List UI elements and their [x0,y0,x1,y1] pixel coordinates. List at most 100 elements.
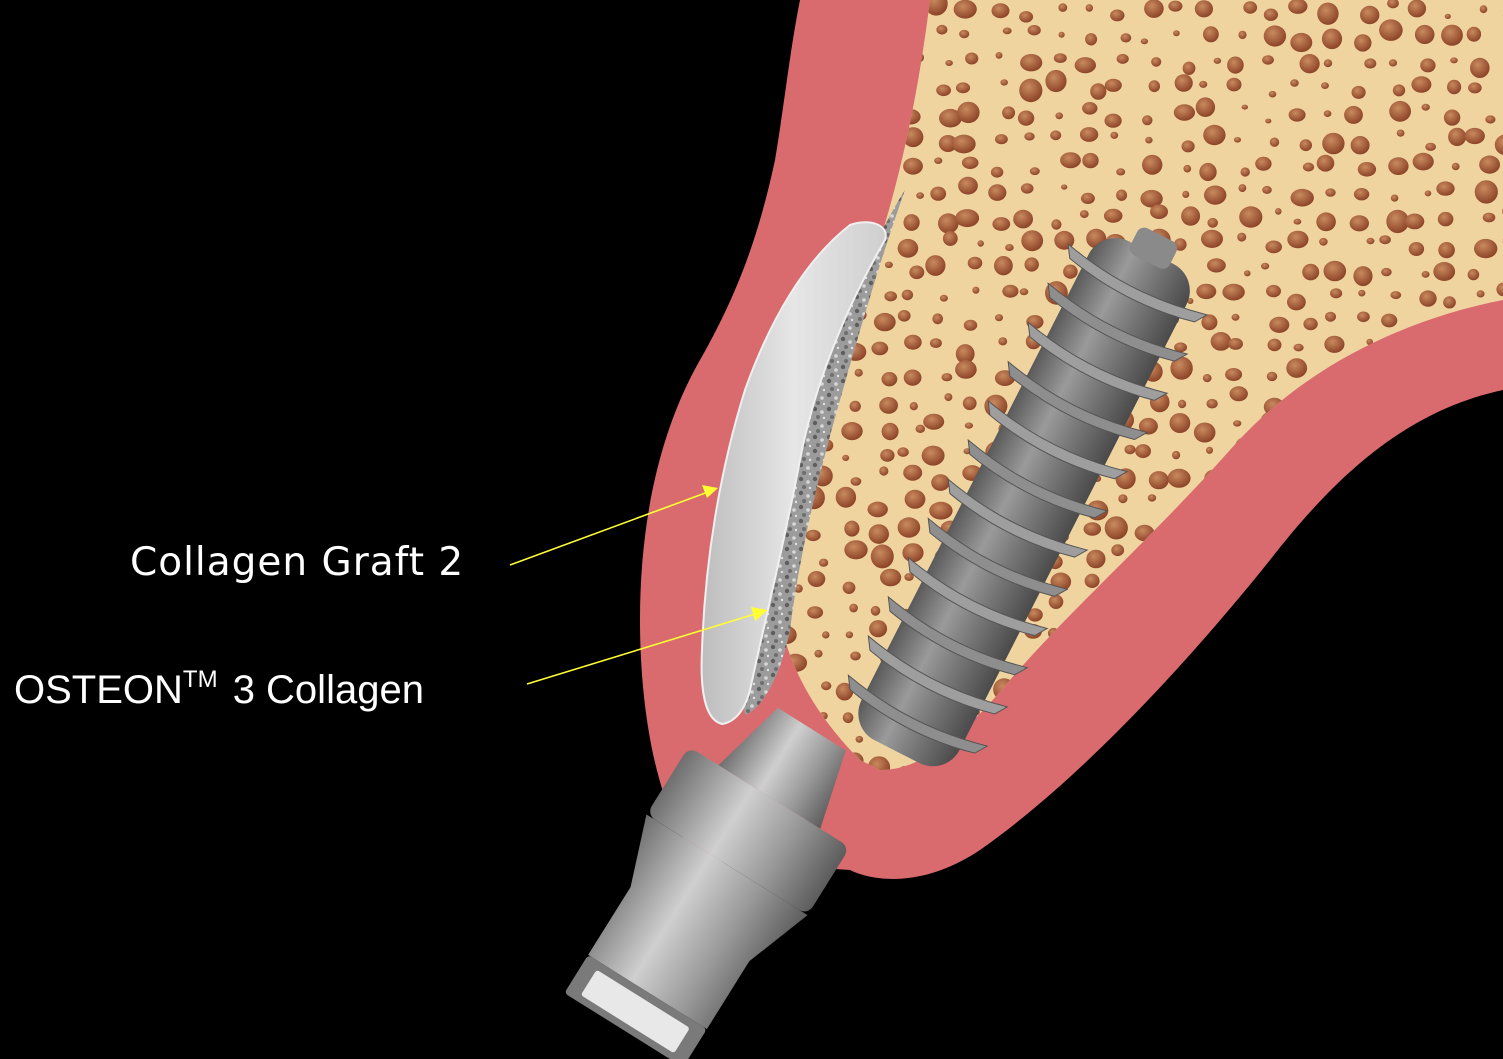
bone-pore [1381,268,1392,276]
bone-pore [1294,344,1304,352]
bone-pore [1474,239,1497,258]
bone-pore [1333,609,1347,621]
bone-pore [1415,25,1435,44]
bone-pore [1049,595,1064,609]
bone-pore [1269,702,1291,720]
bone-pore [1118,494,1127,503]
bone-pore [929,502,952,520]
bone-pore [1447,469,1468,490]
bone-pore [1448,423,1456,431]
bone-pore [1204,186,1226,205]
bone-pore [1350,215,1369,231]
collagen-graft-label: Collagen Graft 2 [130,543,464,582]
bone-pore [1303,163,1314,172]
bone-pore [1475,502,1496,519]
bone-pore [1234,703,1251,719]
bone-pore [1020,54,1042,71]
bone-pore [1175,74,1193,92]
bone-pore [1422,271,1430,278]
bone-pore [1331,580,1340,589]
bone-pore [1419,290,1436,306]
bone-pore [992,3,1010,18]
bone-pore [1385,734,1406,751]
osteon-prefix: OSTEON [14,668,183,712]
bone-pore [1203,26,1219,42]
bone-pore [1322,133,1344,155]
bone-pore [1351,136,1370,154]
bone-pore [902,543,923,562]
bone-pore [1265,119,1271,124]
bone-pore [1230,386,1248,401]
bone-pore [1465,128,1485,144]
bone-pore [1475,180,1498,203]
bone-pore [1409,242,1424,256]
bone-pore [1261,675,1278,688]
bone-pore [1149,471,1169,489]
bone-pore [1103,762,1123,777]
bone-pore [904,335,922,350]
bone-pore [1435,579,1453,596]
bone-pore [1295,703,1302,709]
bone-pore [1019,11,1033,22]
bone-pore [1110,132,1118,139]
bone-pore [1275,208,1282,215]
bone-pore [1381,633,1393,642]
bone-pore [1360,6,1379,24]
bone-pore [1436,181,1454,195]
bone-pore [1354,188,1369,200]
bone-pore [1018,111,1034,126]
bone-pore [1373,652,1395,673]
bone-pore [1352,733,1375,752]
bone-pore [942,373,953,381]
bone-pore [1252,594,1276,617]
bone-pore [822,631,829,638]
bone-pore [856,736,864,743]
bone-pore [1050,130,1061,140]
bone-pore [1181,206,1200,225]
bone-pore [1435,709,1455,727]
bone-pore [1411,76,1431,93]
bone-pore [1054,53,1067,63]
bone-pore [869,524,889,544]
bone-pore [1361,473,1369,480]
bone-pore [934,157,942,164]
bone-pore [1240,754,1256,766]
bone-pore [902,290,913,301]
bone-pore [1269,317,1289,333]
bone-pore [1438,212,1454,226]
bone-pore [1199,163,1216,181]
bone-pore [1443,296,1456,308]
bone-pore [1302,264,1319,281]
bone-pore [1211,679,1227,695]
bone-pore [1389,505,1399,513]
bone-pore [1116,168,1125,175]
bone-pore [1239,184,1247,192]
bone-pore [1268,339,1282,352]
bone-pore [963,397,977,411]
bone-pore [1215,762,1224,771]
bone-pore [1291,629,1298,636]
bone-pore [1168,469,1191,488]
bone-pore [1289,680,1310,696]
bone-pore [871,544,894,568]
bone-pore [1381,314,1397,328]
bone-pore [1234,643,1255,664]
bone-pore [897,447,908,457]
bone-pore [1480,5,1488,13]
bone-pore [1472,750,1493,769]
bone-pore [1324,336,1344,353]
bone-pore [898,310,911,322]
bone-pore [1214,58,1222,64]
bone-pore [1420,58,1435,72]
bone-pore [1358,290,1365,297]
bone-pore [1227,57,1244,74]
bone-pore [1182,140,1195,152]
bone-pore [1413,153,1434,171]
bone-pore [1264,9,1278,21]
bone-pore [1296,555,1310,566]
bone-pore [1480,417,1496,433]
bone-pore [936,25,947,35]
bone-pore [1172,451,1180,459]
bone-pore [1379,19,1403,41]
bone-pore [1290,728,1297,734]
